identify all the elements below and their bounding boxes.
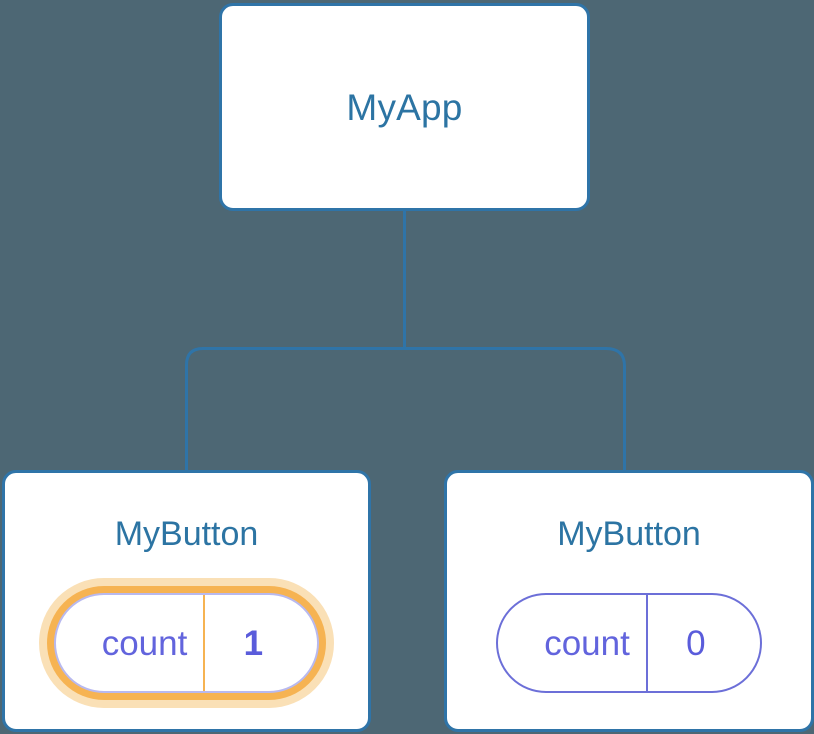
node-mybutton-right[interactable]: MyButton count 0: [444, 470, 814, 732]
state-divider: [645, 595, 648, 691]
state-pill[interactable]: count 0: [496, 593, 762, 693]
node-myapp[interactable]: MyApp: [219, 3, 590, 211]
node-title: MyButton: [114, 515, 259, 553]
state-pill-highlighted[interactable]: count 1: [53, 593, 320, 693]
state-key: count: [544, 623, 630, 663]
state-key: count: [101, 623, 188, 663]
state-divider: [203, 595, 206, 691]
state-pill-container: count 1: [5, 593, 368, 693]
node-mybutton-left[interactable]: MyButton count 1: [2, 470, 371, 732]
state-value: 1: [243, 623, 264, 663]
state-pill-container: count 0: [447, 593, 811, 693]
edge-split-bar: [185, 347, 626, 470]
state-value: 0: [686, 623, 706, 663]
node-title: MyApp: [346, 86, 463, 128]
node-title: MyButton: [557, 515, 701, 553]
